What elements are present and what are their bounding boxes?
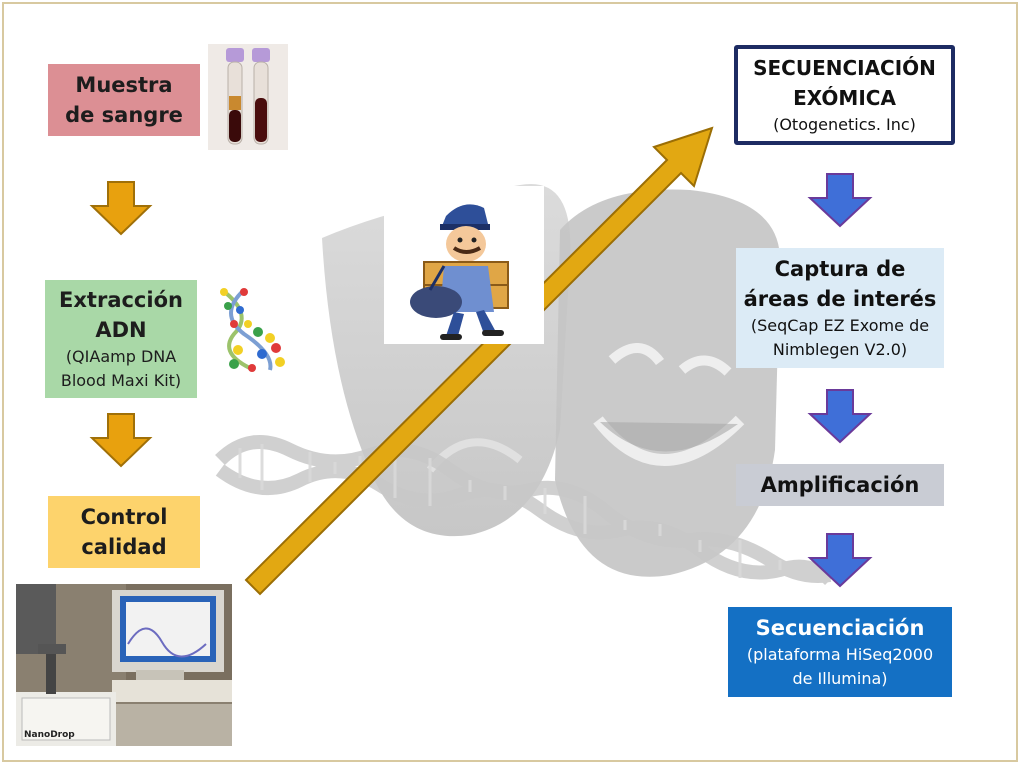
step-secuenciacion-exomica: SECUENCIACIÓN EXÓMICA (Otogenetics. Inc) xyxy=(734,45,955,145)
step-title: Secuenciación xyxy=(755,616,925,640)
step-amplificacion: Amplificación xyxy=(736,464,944,506)
lab-equipment-scene xyxy=(16,584,232,746)
step-secuenciacion: Secuenciación (plataforma HiSeq2000 de I… xyxy=(728,607,952,697)
step-muestra-de-sangre: Muestra de sangre xyxy=(48,64,200,136)
step-title: Muestra de sangre xyxy=(65,73,183,127)
step-captura-areas: Captura de áreas de interés (SeqCap EZ E… xyxy=(736,248,944,368)
step-extraccion-adn: Extracción ADN (QIAamp DNA Blood Maxi Ki… xyxy=(45,280,197,398)
arrow-down-icon xyxy=(807,533,873,588)
step-title: Control calidad xyxy=(80,505,168,559)
mail-carrier-illustration xyxy=(384,186,544,344)
arrow-down-icon xyxy=(807,173,873,228)
arrow-down-icon xyxy=(89,181,153,236)
happy-mask-shape xyxy=(555,189,780,577)
step-subtitle: (SeqCap EZ Exome de Nimblegen V2.0) xyxy=(750,316,930,359)
nanodrop-photo: NanoDrop xyxy=(16,584,232,746)
step-title: SECUENCIACIÓN EXÓMICA xyxy=(753,56,936,110)
blood-tubes-photo xyxy=(208,44,288,150)
step-title: Amplificación xyxy=(760,473,920,497)
step-title: Captura de áreas de interés xyxy=(743,257,937,311)
step-subtitle: (Otogenetics. Inc) xyxy=(773,115,916,134)
dna-helix-icon xyxy=(220,288,285,372)
step-title: Extracción ADN xyxy=(59,288,183,342)
step-subtitle: (QIAamp DNA Blood Maxi Kit) xyxy=(60,347,182,390)
arrow-down-icon xyxy=(807,389,873,444)
step-control-calidad: Control calidad xyxy=(48,496,200,568)
arrow-down-icon xyxy=(89,413,153,468)
step-subtitle: (plataforma HiSeq2000 de Illumina) xyxy=(746,645,934,688)
nanodrop-label: NanoDrop xyxy=(24,730,75,740)
